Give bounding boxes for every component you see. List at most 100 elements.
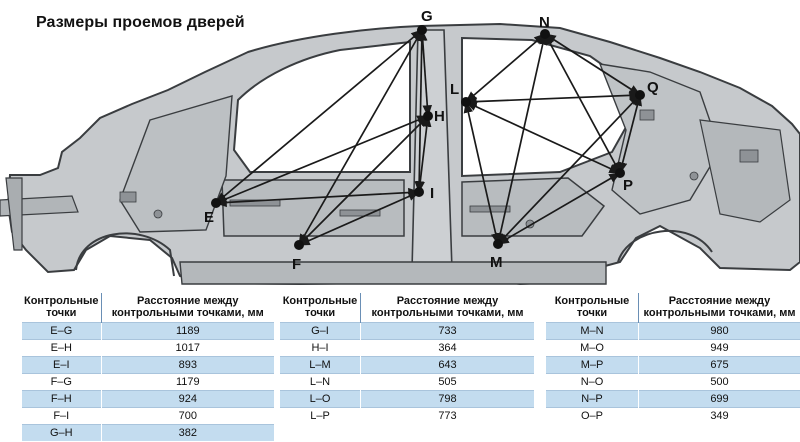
point-label-g: G — [421, 8, 433, 25]
header-distance: Расстояние между контрольными точками, м… — [360, 293, 534, 323]
point-label-e: E — [204, 209, 214, 226]
cell-pair: H–I — [280, 339, 361, 357]
point-e-dot — [211, 198, 221, 208]
cell-pair: M–N — [546, 322, 639, 340]
body-hole — [339, 209, 381, 217]
point-label-l: L — [450, 81, 459, 98]
point-q-dot — [635, 90, 645, 100]
header-control-points: Контрольные точки — [22, 293, 102, 323]
cell-pair: N–O — [546, 373, 639, 391]
page-title: Размеры проемов дверей — [36, 14, 245, 31]
point-label-h: H — [434, 108, 445, 125]
rear-quarter-detail — [699, 119, 791, 223]
cell-pair: L–M — [280, 356, 361, 374]
point-l-dot — [461, 97, 471, 107]
cell-pair: O–P — [546, 407, 639, 424]
cell-value: 700 — [101, 407, 274, 425]
point-n-dot — [540, 29, 550, 39]
rear-wheel-arch — [617, 229, 713, 263]
b-pillar — [411, 29, 453, 271]
point-i-dot — [414, 187, 424, 197]
rocker-sill — [179, 261, 607, 285]
cell-value: 643 — [360, 356, 534, 374]
line-n-p — [544, 32, 621, 175]
body-hole — [639, 109, 655, 121]
cell-value: 893 — [101, 356, 274, 374]
cell-pair: L–O — [280, 390, 361, 408]
cell-pair: N–P — [546, 390, 639, 408]
point-f-dot — [294, 240, 304, 250]
cell-pair: E–H — [22, 339, 102, 357]
cell-pair: F–I — [22, 407, 102, 425]
cell-value: 349 — [638, 407, 800, 424]
header-distance: Расстояние между контрольными точками, м… — [638, 293, 800, 323]
cell-pair: F–G — [22, 373, 102, 391]
cell-pair: M–P — [546, 356, 639, 374]
body-hole — [153, 209, 163, 219]
cell-value: 699 — [638, 390, 800, 408]
point-p-dot — [615, 168, 625, 178]
line-f-i — [297, 191, 421, 246]
control-points — [211, 25, 645, 250]
point-labels: G N L Q H E I P F M — [204, 8, 659, 273]
cell-value: 924 — [101, 390, 274, 408]
cell-value: 1017 — [101, 339, 274, 357]
body-hole — [689, 171, 699, 181]
point-label-m: M — [490, 254, 503, 271]
header-distance: Расстояние между контрольными точками, м… — [101, 293, 274, 323]
distance-table-1: Контрольные точки Расстояние между контр… — [22, 293, 274, 441]
door-openings-diagram: G N L Q H E I P F M — [0, 8, 800, 286]
point-label-q: Q — [647, 79, 659, 96]
cell-value: 798 — [360, 390, 534, 408]
table-header-row: Контрольные точки Расстояние между контр… — [546, 293, 800, 323]
cell-value: 733 — [360, 322, 534, 340]
cell-pair: L–P — [280, 407, 361, 424]
cell-value: 364 — [360, 339, 534, 357]
cell-pair: G–H — [22, 424, 102, 441]
cell-value: 505 — [360, 373, 534, 391]
cell-pair: L–N — [280, 373, 361, 391]
car-body-side-panel — [0, 22, 800, 286]
body-hole — [119, 191, 137, 203]
line-q-p — [618, 93, 642, 175]
point-label-f: F — [292, 256, 301, 273]
cell-pair: M–O — [546, 339, 639, 357]
cell-value: 949 — [638, 339, 800, 357]
cell-value: 1189 — [101, 322, 274, 340]
point-label-i: I — [430, 185, 434, 202]
point-h-dot — [423, 111, 433, 121]
table-header-row: Контрольные точки Расстояние между контр… — [22, 293, 274, 323]
front-door-lower-opening — [221, 179, 405, 237]
body-hole — [739, 149, 759, 163]
front-wheel-arch — [75, 232, 175, 277]
line-m-p — [496, 172, 622, 245]
header-control-points: Контрольные точки — [546, 293, 639, 323]
cell-pair: E–G — [22, 322, 102, 340]
cell-value: 675 — [638, 356, 800, 374]
cell-value: 773 — [360, 407, 534, 424]
distance-table-3: Контрольные точки Расстояние между контр… — [546, 293, 800, 424]
cell-pair: G–I — [280, 322, 361, 340]
cell-value: 500 — [638, 373, 800, 391]
cell-pair: F–H — [22, 390, 102, 408]
front-bracket — [5, 177, 23, 251]
point-g-dot — [417, 25, 427, 35]
measurement-lines — [214, 28, 642, 247]
